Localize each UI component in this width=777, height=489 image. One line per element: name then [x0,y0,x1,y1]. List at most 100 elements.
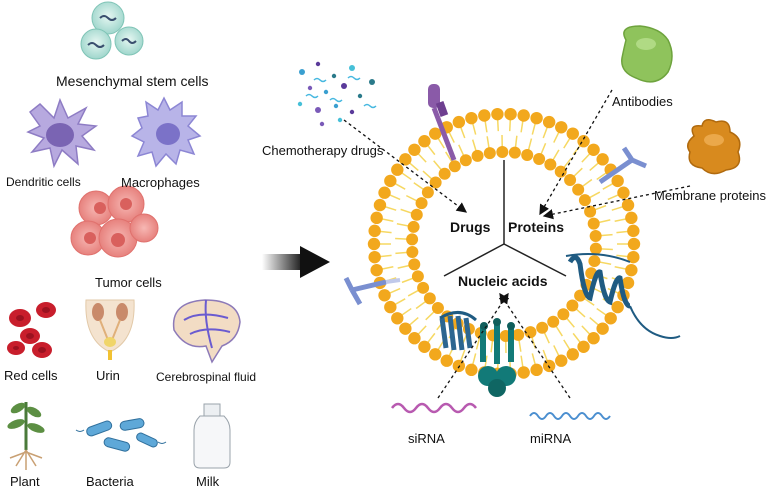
lipid-head [577,340,590,354]
lipid-head [384,174,397,188]
drug-squiggle [313,77,327,83]
plant-icon [7,402,45,470]
label-red-cells: Red cells [4,368,58,383]
drug-particle [299,69,305,75]
lipid-head [465,363,478,377]
lipid-head [423,292,436,305]
channel-protein-bottom [478,318,516,397]
gpcr-left [439,311,477,351]
mirna-strand [529,412,611,420]
interior-dividers [443,160,567,277]
lipid-head [406,233,419,246]
lipid-head [589,230,602,243]
label-chemotherapy-drugs: Chemotherapy drugs [262,143,384,158]
lipid-head [554,165,567,178]
drug-particle [349,109,355,115]
lipid-head [611,300,624,314]
lipid-head [536,321,549,334]
antibody-icon [621,25,673,83]
sirna-strand [391,402,477,414]
lipid-head [555,354,568,367]
membrane-protein-icon [687,119,741,175]
bacteria-icon [75,418,167,452]
milk-bottle-icon [193,403,231,469]
lipid-head [440,354,453,367]
lipid-head [517,366,530,379]
lipid-head [533,152,546,165]
lipid-head [408,143,421,156]
lipid-head [448,160,461,173]
drug-particle [297,101,303,107]
urinary-system-icon [85,299,135,360]
lipid-head [452,115,466,129]
lipid-head [584,205,597,218]
lipid-head [574,289,587,302]
drug-particle [315,61,321,67]
big-right-arrow [262,246,330,278]
lipid-head [557,308,570,321]
lipid-head [421,186,434,199]
brain-icon [172,299,241,364]
lipid-head [587,217,600,230]
label-plant: Plant [10,474,40,489]
label-nucleic-acids: Nucleic acids [458,273,548,289]
lipid-head [378,289,391,302]
lipid-head [625,263,638,277]
dendritic-cell-icon [26,97,99,169]
drug-particle [333,103,339,109]
lipid-head [391,163,404,176]
drug-particle [331,73,337,79]
lipid-head [399,153,412,166]
lipid-head [410,208,423,221]
lipid-head [588,255,601,268]
mirna-to-nucleic-acids-arrow [499,292,571,399]
lipid-head [417,281,430,294]
label-tumor-cells: Tumor cells [95,275,162,290]
lipid-head [566,299,579,312]
pointer-arrows [343,89,691,399]
drug-particle [369,79,375,85]
lipid-head [547,315,560,328]
label-milk: Milk [196,474,220,489]
lipid-head [589,242,602,255]
lipid-head [587,143,600,156]
lipid-head [429,127,442,140]
macrophage-icon [130,96,202,168]
label-drugs: Drugs [450,219,491,235]
label-sirna: siRNA [408,431,445,446]
label-bacteria: Bacteria [86,474,134,489]
lipid-head [566,127,579,140]
drug-particle [323,89,329,95]
lipid-head [415,197,428,210]
lipid-head [627,250,640,264]
y-receptor-right [598,146,647,185]
transmembrane-receptor-top [428,84,457,161]
lipid-head [370,263,383,277]
lipid-head [429,348,442,361]
lipid-head [373,198,387,212]
lipid-head [587,332,600,345]
lipid-head [578,194,591,207]
drug-particle [315,107,321,113]
lipid-head [508,146,521,159]
label-dendritic-cells: Dendritic cells [6,175,81,189]
lipid-head [577,134,590,148]
lipid-head [367,237,381,251]
lipid-head [491,107,504,121]
label-antibodies: Antibodies [612,94,673,109]
lipid-head [459,154,472,167]
lipid-head [530,363,543,377]
mesenchymal-stem-cells-icon [80,1,144,60]
lipid-head [418,340,431,354]
lipid-head [517,109,530,122]
label-mirna: miRNA [530,431,572,446]
membrane-proteins-to-proteins-arrow [542,185,691,220]
label-cerebrospinal-fluid: Cerebrospinal fluid [156,370,257,384]
lipid-head [370,211,383,225]
lipid-head [399,322,412,335]
lipid-head [431,302,444,315]
drug-squiggle [363,103,377,109]
lipid-head [391,312,404,325]
drug-particle [349,65,355,71]
